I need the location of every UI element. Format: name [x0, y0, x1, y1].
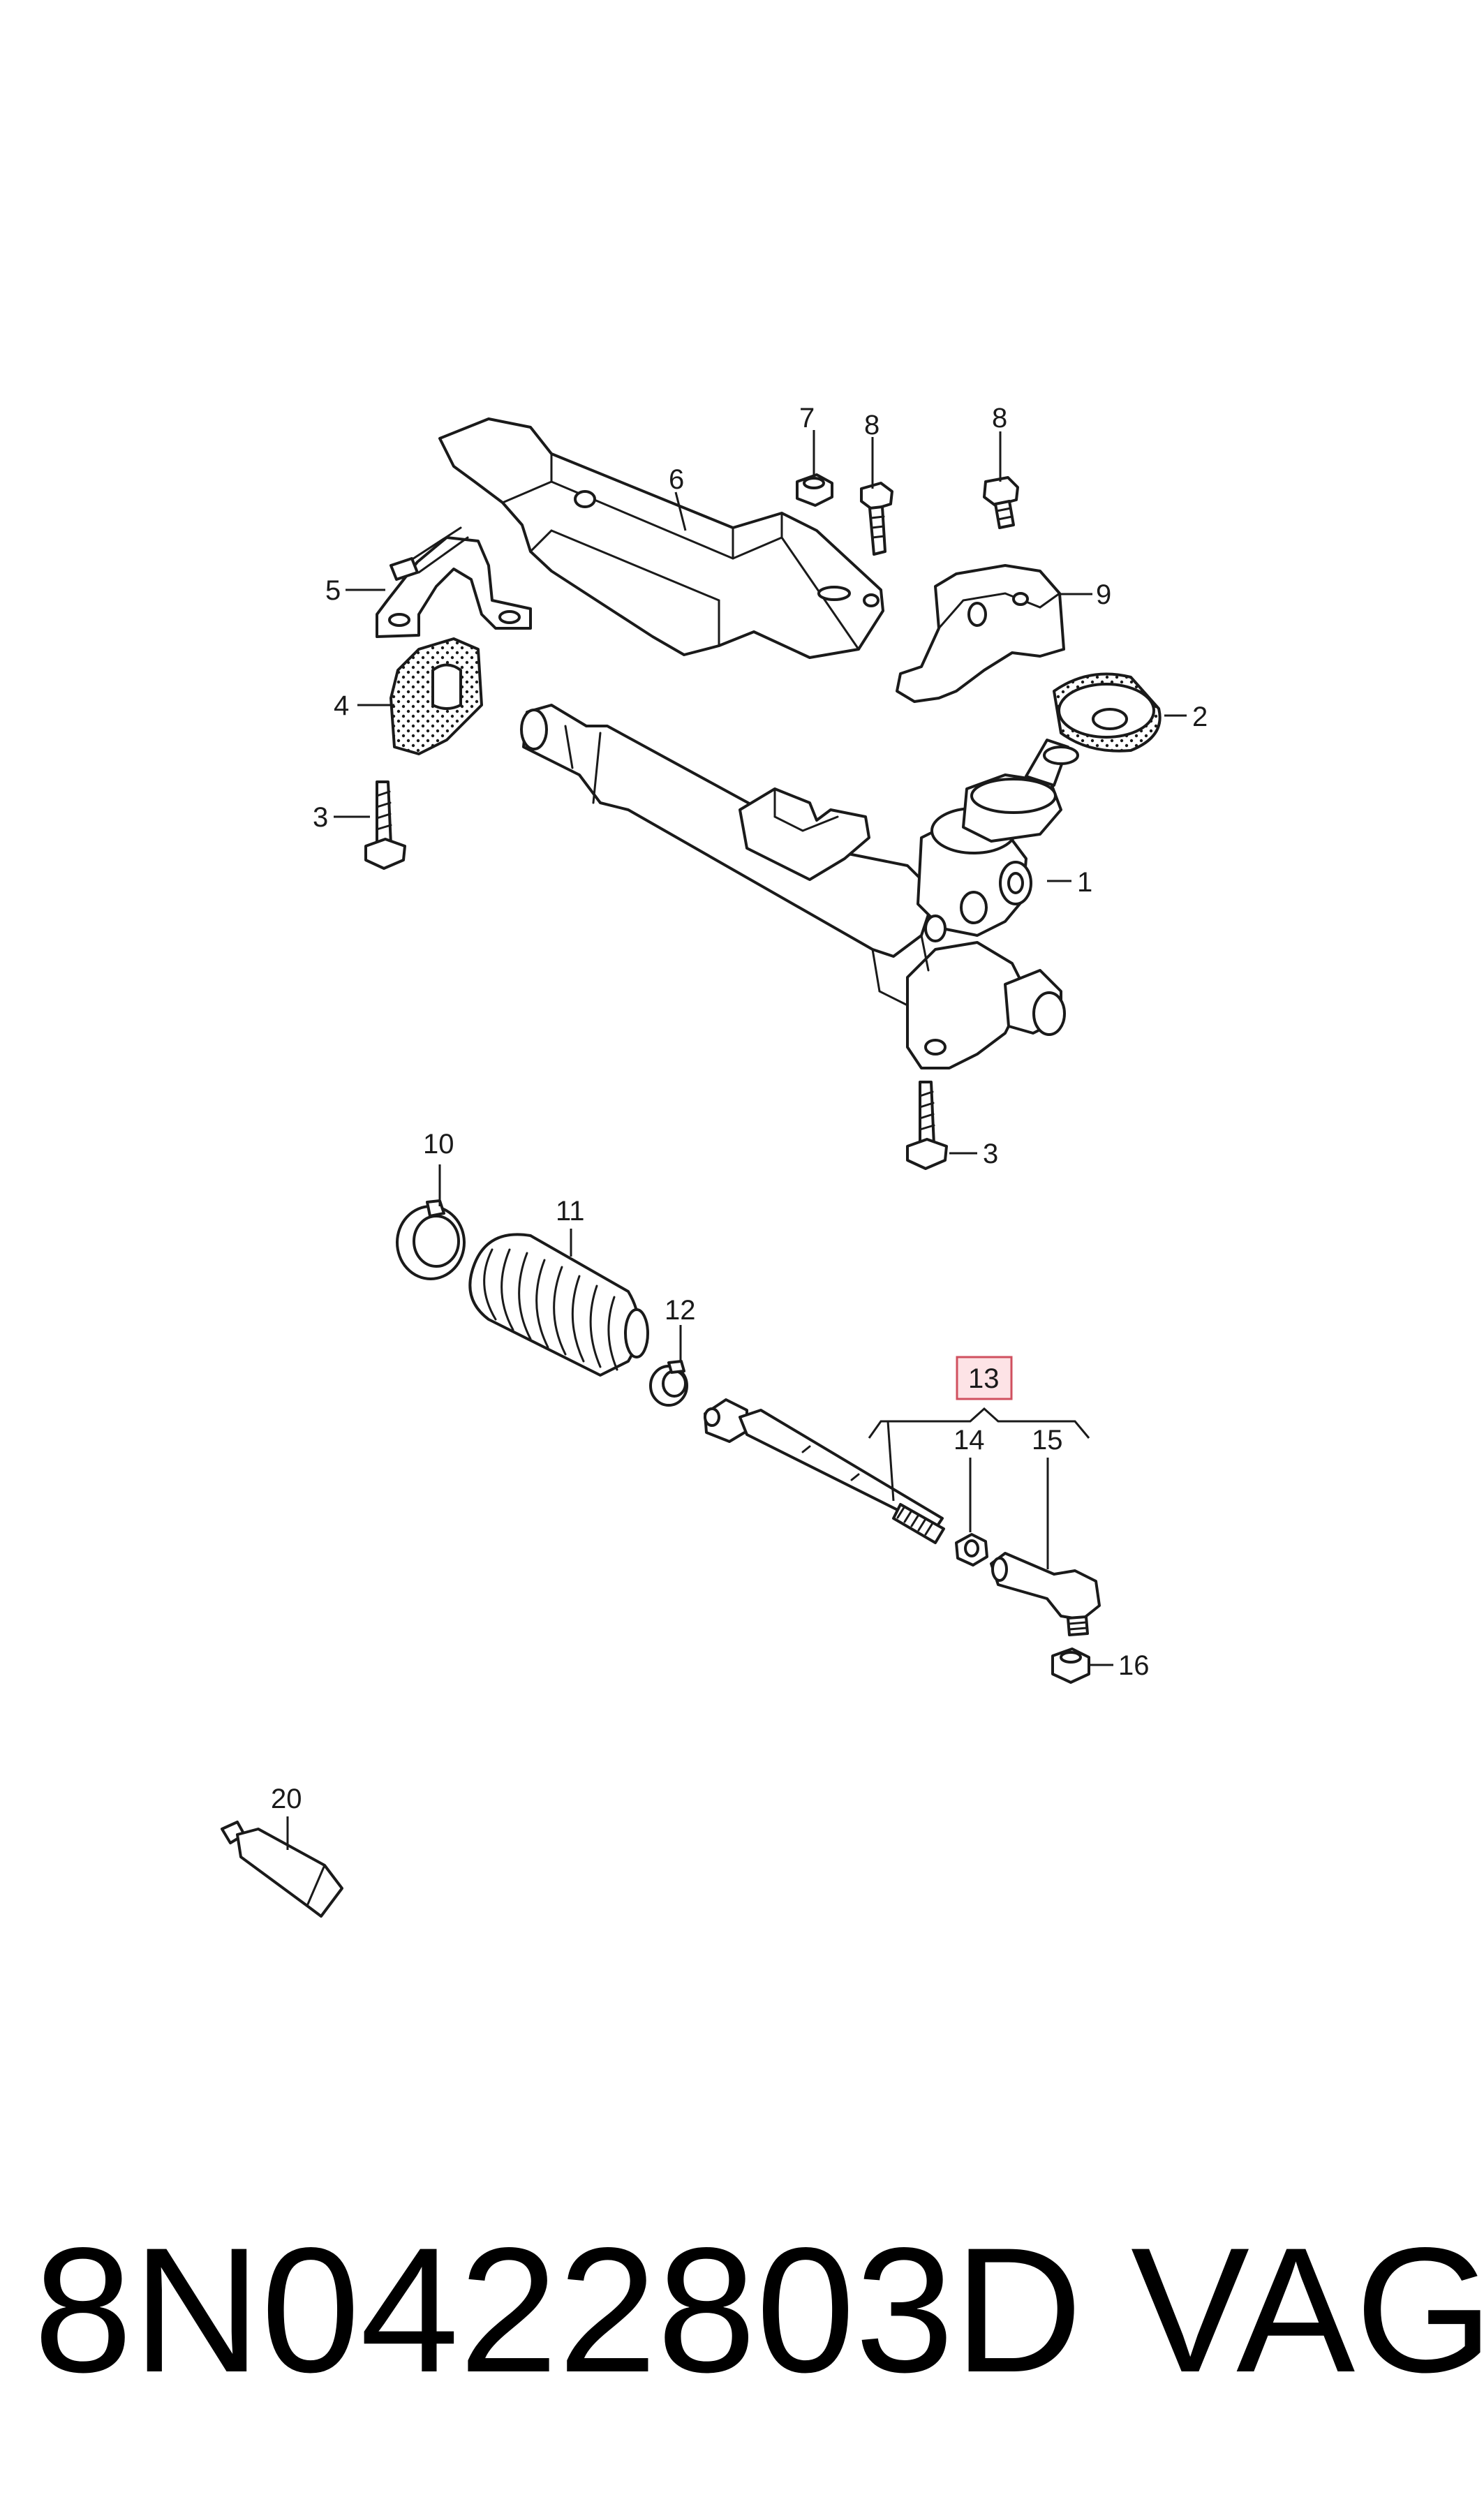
callout-1: 1	[1077, 867, 1092, 898]
callout-9: 9	[1096, 579, 1111, 610]
callout-8: 8	[864, 410, 880, 440]
callout-3: 3	[983, 1139, 998, 1169]
callout-3: 3	[313, 802, 328, 833]
callout-15: 15	[1032, 1425, 1063, 1456]
callout-4: 4	[334, 690, 349, 721]
callout-6: 6	[669, 464, 684, 495]
callout-13: 13	[968, 1363, 1000, 1394]
callout-5: 5	[325, 575, 341, 606]
callout-7: 7	[799, 403, 815, 434]
rubber-bushing-part	[389, 637, 483, 755]
callout-20: 20	[271, 1784, 302, 1814]
bolt-part	[860, 482, 893, 556]
callout-12: 12	[665, 1295, 696, 1326]
oval-bushing-part	[1053, 672, 1162, 753]
bolt-part	[983, 476, 1019, 529]
callout-14: 14	[954, 1425, 985, 1456]
screw-part	[364, 780, 406, 870]
highlighted-callout-box	[956, 1356, 1013, 1400]
callout-labels: 1 2 3 3 4 5 6 7 8 8 9 10 11 12 13 14 15 …	[271, 403, 1208, 1814]
brand-label: VAG	[1131, 2211, 1484, 2410]
callout-11: 11	[556, 1196, 585, 1227]
small-clamp-part	[649, 1360, 688, 1407]
leader-lines	[286, 430, 1187, 1850]
rubber-boot-part	[468, 1233, 649, 1377]
clamp-part	[376, 526, 532, 638]
callout-10: 10	[423, 1129, 454, 1160]
callout-2: 2	[1192, 702, 1208, 732]
heat-shield-part	[896, 564, 1065, 703]
screw-part	[906, 1081, 948, 1170]
tie-rod-end-part	[990, 1552, 1101, 1636]
nut-part	[796, 473, 833, 507]
grease-tube-part	[221, 1821, 343, 1918]
callout-16: 16	[1118, 1650, 1150, 1681]
tie-rod-end-nut-part	[1051, 1647, 1090, 1684]
part-number-label: 8N0422803D	[34, 2211, 1083, 2410]
callout-8: 8	[992, 403, 1007, 434]
tie-rod-part	[704, 1398, 945, 1544]
tie-rod-nut-part	[955, 1533, 988, 1567]
mounting-bracket-part	[438, 417, 884, 659]
boot-clamp-ring-part	[396, 1199, 466, 1280]
steering-rack-housing-part	[520, 704, 1079, 1069]
